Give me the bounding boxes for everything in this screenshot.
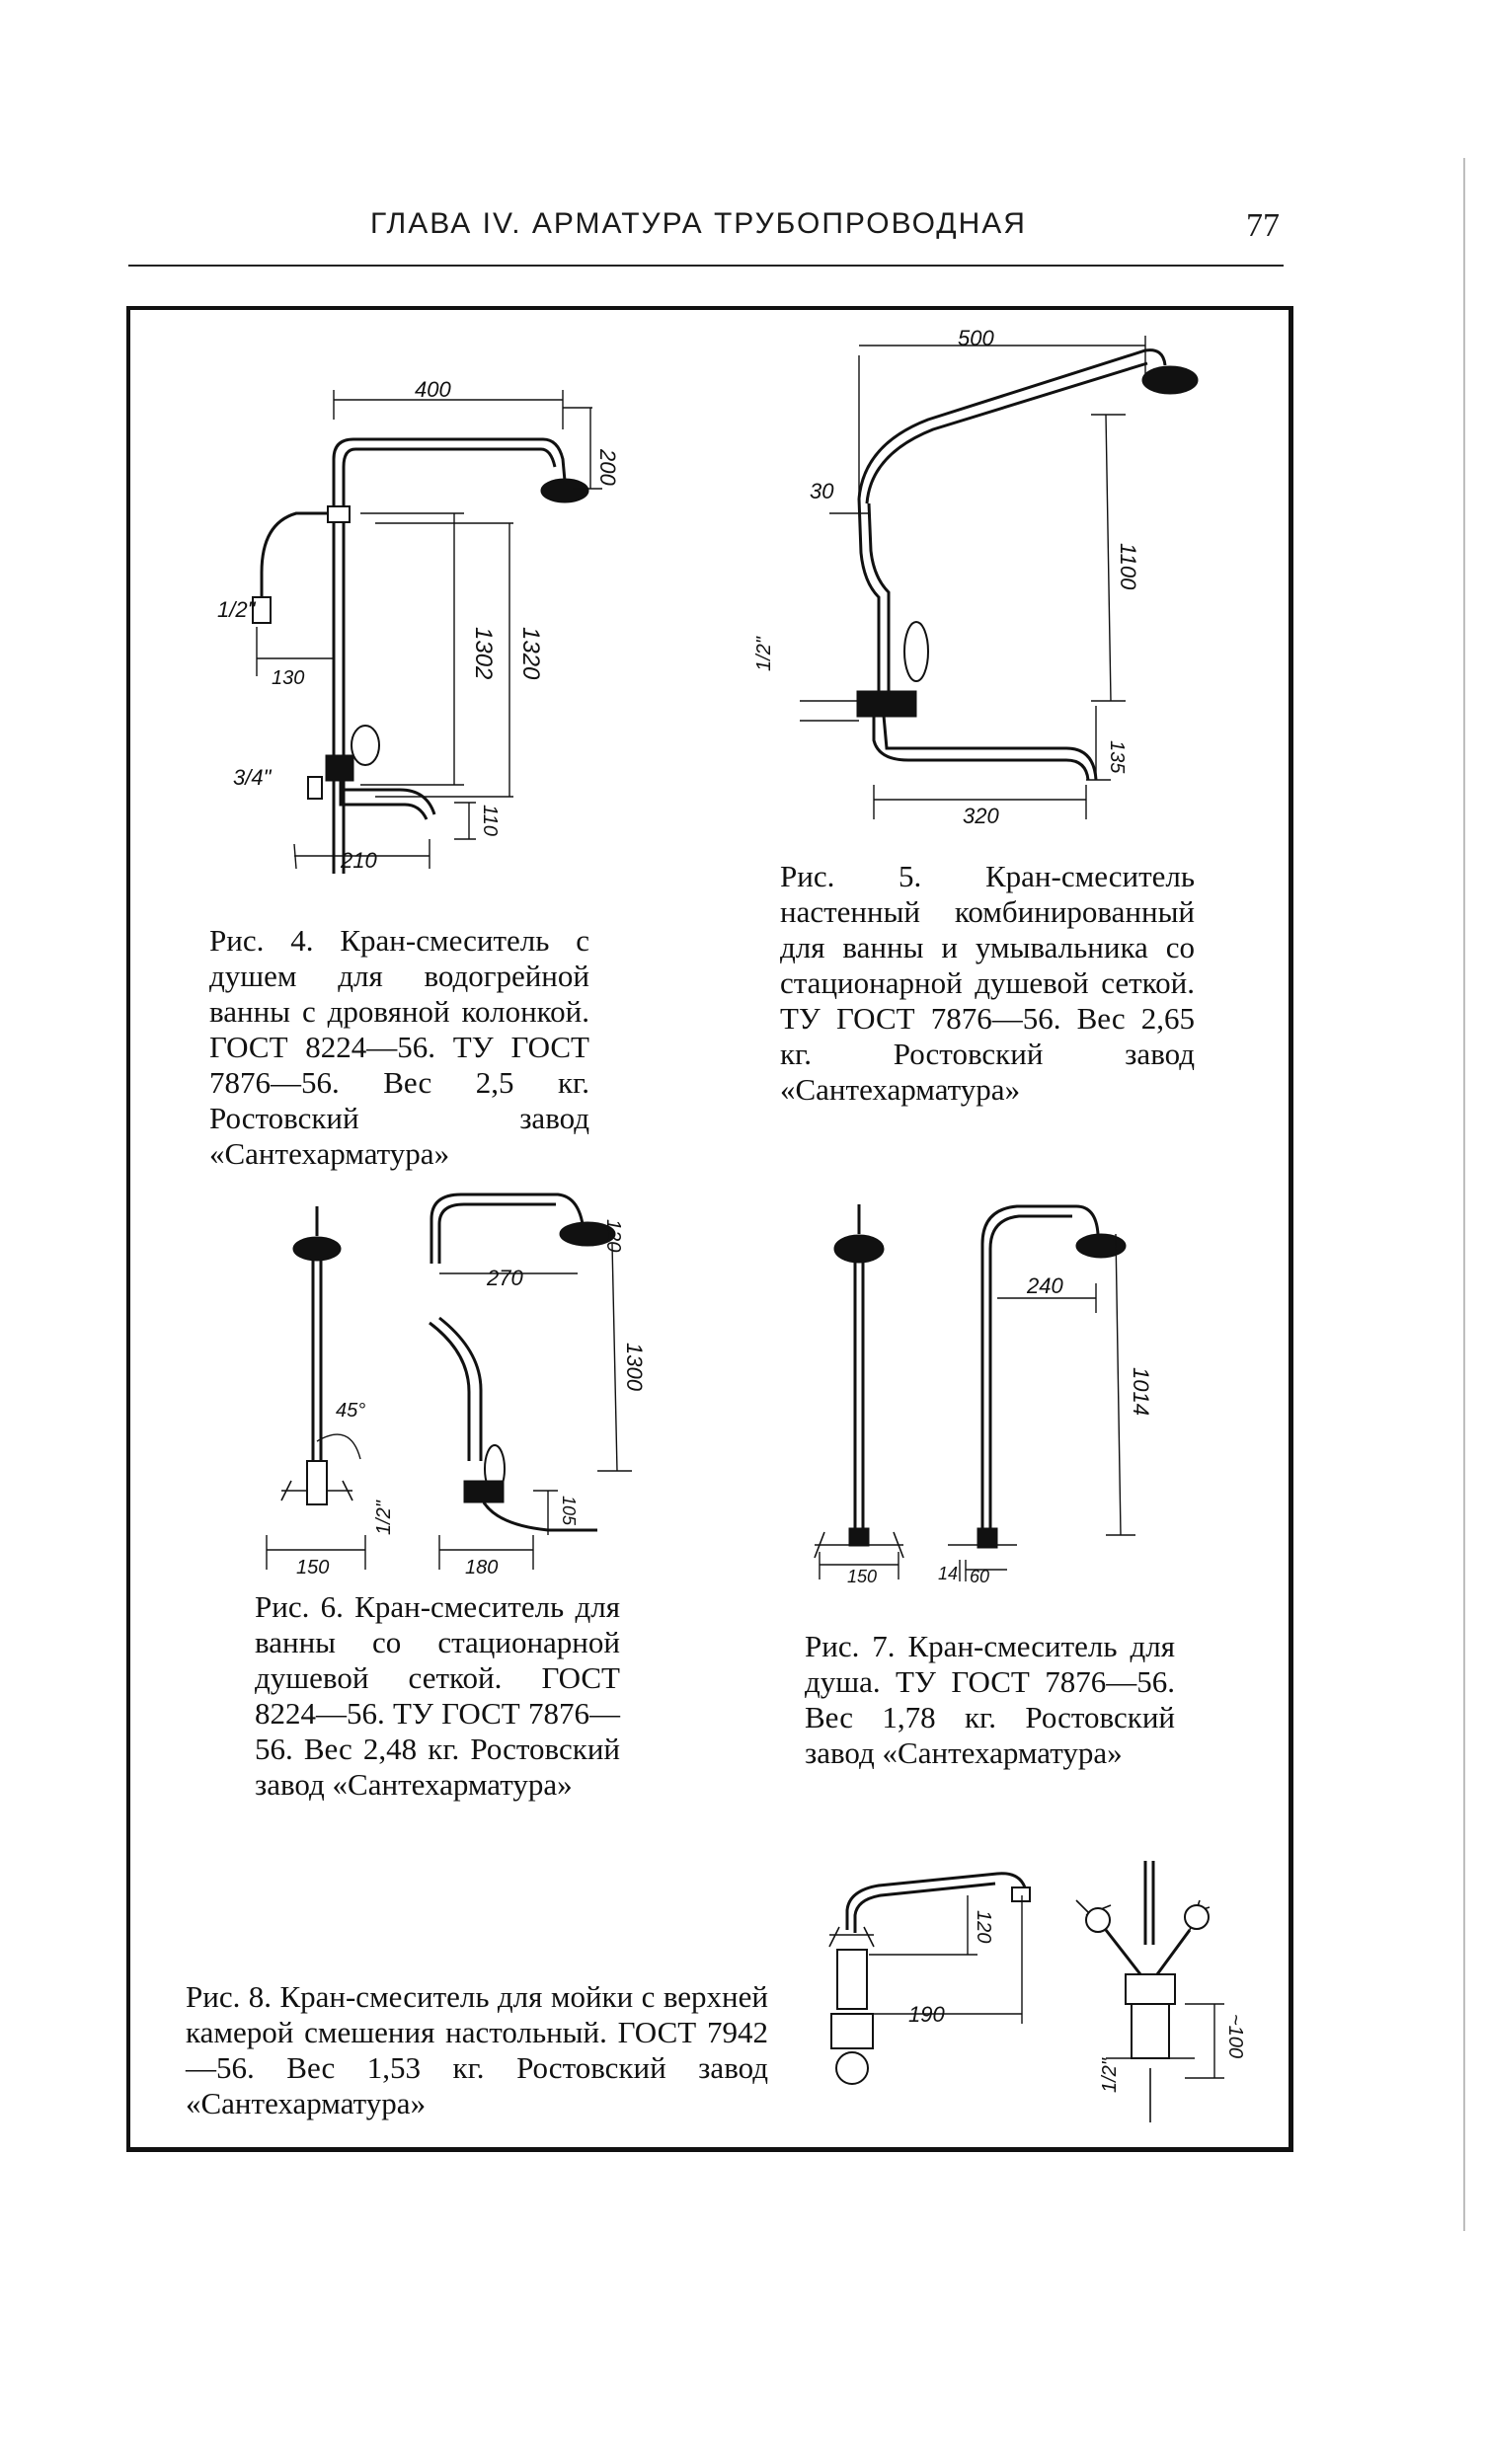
dim-120: 120 [602,1219,624,1252]
figure-7-caption: Рис. 7. Кран-смеситель для душа. ТУ ГОСТ… [805,1629,1175,1770]
dim-180: 180 [465,1557,498,1578]
dim-45-deg: 45° [336,1400,365,1422]
dim-320: 320 [963,804,999,828]
page-number: 77 [1246,207,1280,244]
dim-135: 135 [1106,740,1128,774]
dim-500: 500 [958,326,994,350]
dim-240: 240 [1026,1273,1063,1298]
dim-210: 210 [340,848,377,873]
dim-three-quarter-inch: 3/4" [233,765,273,790]
dim-105: 105 [559,1496,579,1526]
dim-190: 190 [908,2002,945,2027]
figure-4-drawing: 400 200 1302 1320 1/2" 130 3/4" 110 210 [217,377,620,874]
dim-270: 270 [486,1266,523,1290]
chapter-title: ГЛАВА IV. АРМАТУРА ТРУБОПРОВОДНАЯ [370,207,1027,240]
dim-1320: 1320 [517,627,544,680]
figure-6-drawing: 120 270 1300 45° 1/2" 105 150 180 [266,1193,647,1578]
dim-1014: 1014 [1129,1367,1153,1416]
dim-60: 60 [970,1567,989,1586]
dim-150: 150 [296,1557,329,1578]
dim-200: 200 [595,448,620,486]
dim-130: 130 [272,667,304,689]
dim-400: 400 [415,377,451,402]
dim-30: 30 [810,479,834,503]
figure-6-caption: Рис. 6. Кран-смеситель для ванны со стац… [255,1589,620,1802]
dim-1300: 1300 [622,1343,647,1392]
dim-half-inch: 1/2" [1099,2057,1121,2093]
dim-half-inch: 1/2" [373,1500,395,1535]
dim-1100: 1100 [1116,543,1140,590]
dim-120: 120 [973,1910,994,1943]
dim-half-inch: 1/2" [217,597,257,622]
dim-1302: 1302 [470,627,497,679]
figure-5-caption: Рис. 5. Кран-смеситель настенный комбини… [780,859,1195,1107]
figure-7-drawing: 240 1014 150 14 60 [814,1204,1153,1586]
figure-8-caption: Рис. 8. Кран-смеситель для мойки с верхн… [186,1979,768,2120]
figure-8-drawing: 120 190 1/2" ~100 [828,1861,1246,2122]
dim-approx-100: ~100 [1224,2014,1246,2058]
figure-frame [126,306,1293,2152]
header-rule [128,265,1284,267]
dim-110: 110 [479,805,501,836]
scan-mark [1463,158,1465,2231]
dim-150: 150 [847,1567,877,1586]
dim-half-inch: 1/2" [753,636,775,671]
figure-4-caption: Рис. 4. Кран-смеситель с душем для водог… [209,923,589,1171]
dim-14: 14 [938,1564,958,1583]
figure-5-drawing: 500 30 1100 1/2" 135 320 [753,326,1199,828]
